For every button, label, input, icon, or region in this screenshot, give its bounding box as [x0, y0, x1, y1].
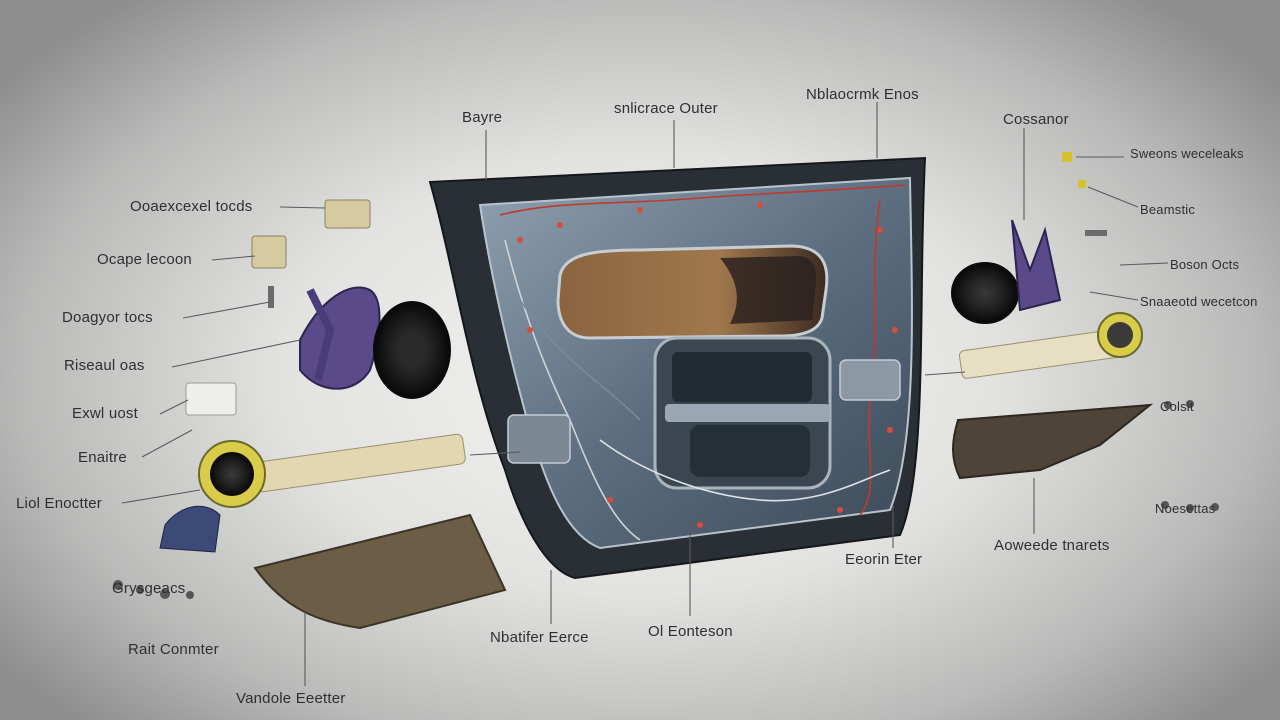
hinge-bracket — [507, 414, 571, 464]
label-left-4: Riseaul oas — [64, 357, 145, 374]
label-left-7: Liol Enoctter — [16, 495, 102, 512]
regulator-rail — [665, 404, 830, 422]
window-shadow — [720, 256, 817, 324]
label-left-3: Doagyor tocs — [62, 309, 153, 326]
label-bottom-5: Eeorin Eter — [845, 551, 923, 568]
label-right-6: Colsit — [1160, 399, 1194, 414]
label-left-2: Ocape lecoon — [97, 251, 192, 268]
motor-housing — [690, 425, 810, 477]
label-right-4: Snaaeotd wecetcon — [1140, 294, 1258, 309]
label-left-1: Ooaexcexel tocds — [130, 198, 253, 215]
screw-cluster-right — [1161, 400, 1219, 512]
label-bottom-2: Vandole Eeetter — [236, 690, 346, 707]
regulator-block — [672, 352, 812, 402]
small-clip-parts-left — [251, 199, 371, 308]
label-top-1: Bayre — [462, 109, 503, 126]
label-left-6: Enaitre — [78, 449, 127, 466]
switch-module-left — [185, 382, 237, 416]
trim-panel-right — [952, 403, 1154, 480]
label-top-4: Cossanor — [1003, 111, 1069, 128]
latch-bracket — [839, 359, 901, 401]
trim-panel-left — [253, 513, 507, 630]
label-bottom-3: Nbatifer Eerce — [490, 629, 589, 646]
label-right-7: Noesettas — [1155, 501, 1216, 516]
label-right-3: Boson Octs — [1170, 257, 1240, 272]
label-right-5: Aoweede tnarets — [994, 537, 1110, 554]
label-top-3: Nblaocrmk Enos — [806, 86, 919, 103]
label-bottom-1: Rait Conmter — [128, 641, 219, 658]
label-bottom-4: Ol Eonteson — [648, 623, 733, 640]
label-top-2: snlicrace Outer — [614, 100, 718, 117]
regulator-arm-right — [958, 312, 1143, 379]
regulator-arm-left — [159, 433, 466, 553]
screw-cluster-left — [113, 580, 194, 599]
label-right-2: Beamstic — [1140, 202, 1196, 217]
speaker-assembly-right — [951, 152, 1107, 324]
label-right-1: Sweons weceleaks — [1130, 146, 1244, 161]
leader-lines — [121, 102, 1169, 686]
speaker-assembly-left — [299, 286, 451, 399]
label-left-8: Grysgeacs — [112, 580, 186, 597]
label-left-5: Exwl uost — [72, 405, 138, 422]
door-assembly — [428, 156, 927, 580]
